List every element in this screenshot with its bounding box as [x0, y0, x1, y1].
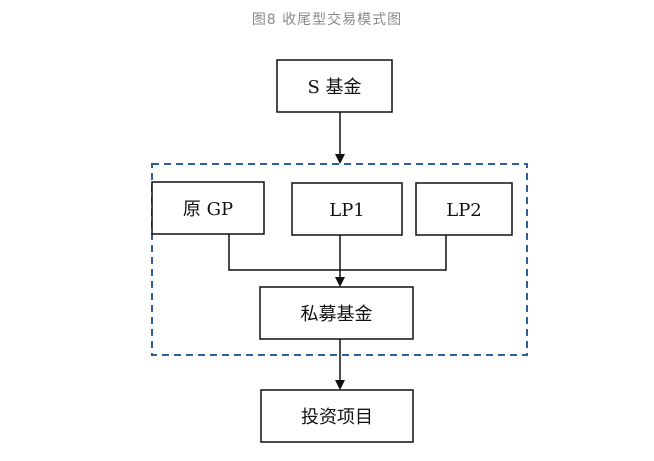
- private-fund-label: 私募基金: [301, 304, 373, 325]
- lp1-node: LP1: [291, 182, 403, 236]
- private-fund-node: 私募基金: [259, 286, 414, 340]
- original-gp-node: 原 GP: [151, 181, 265, 235]
- investment-project-node: 投资项目: [260, 389, 414, 443]
- lp2-node: LP2: [415, 182, 513, 236]
- s-fund-label: S 基金: [307, 77, 361, 98]
- lp1-label: LP1: [329, 200, 365, 221]
- investment-project-label: 投资项目: [301, 407, 373, 428]
- s-fund-node: S 基金: [276, 59, 393, 113]
- connector-gp-lp2-merge: [228, 234, 447, 271]
- original-gp-label: 原 GP: [183, 199, 233, 220]
- lp2-label: LP2: [446, 200, 482, 221]
- dashed-group-boundary: [151, 163, 528, 356]
- figure-caption: 图8 收尾型交易模式图: [251, 12, 403, 28]
